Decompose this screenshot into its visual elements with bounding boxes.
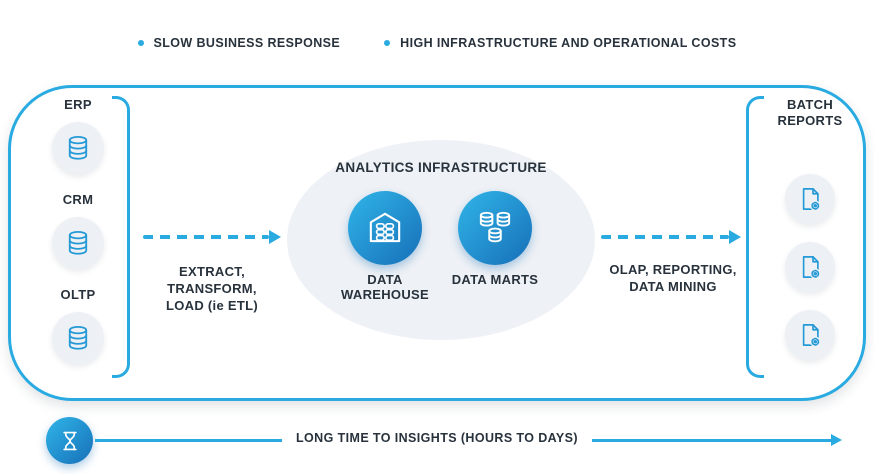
source-oltp-label: OLTP bbox=[60, 287, 96, 302]
olap-arrow bbox=[601, 235, 729, 239]
batch-report-node bbox=[785, 310, 835, 360]
header-bullets: SLOW BUSINESS RESPONSE HIGH INFRASTRUCTU… bbox=[0, 36, 874, 50]
batch-report-node bbox=[785, 242, 835, 292]
hourglass-icon bbox=[62, 431, 77, 450]
data-marts-node bbox=[458, 191, 532, 265]
database-icon bbox=[68, 230, 88, 255]
olap-arrow-label: OLAP, REPORTING, DATA MINING bbox=[609, 262, 737, 294]
report-icon bbox=[802, 256, 821, 279]
timeline-label: LONG TIME TO INSIGHTS (HOURS TO DAYS) bbox=[282, 431, 592, 445]
report-icon bbox=[802, 324, 821, 347]
data-marts-icon bbox=[479, 211, 511, 243]
database-icon bbox=[68, 135, 88, 160]
outputs-bracket bbox=[746, 96, 764, 378]
data-warehouse-node bbox=[348, 191, 422, 265]
source-oltp-node bbox=[52, 312, 104, 364]
bullet-high-costs: HIGH INFRASTRUCTURE AND OPERATIONAL COST… bbox=[384, 36, 736, 50]
bullet-label: HIGH INFRASTRUCTURE AND OPERATIONAL COST… bbox=[400, 36, 737, 50]
arrow-right-icon bbox=[831, 434, 842, 446]
batch-reports-title: BATCH REPORTS bbox=[777, 97, 843, 128]
source-erp-label: ERP bbox=[64, 97, 92, 112]
source-erp-node bbox=[52, 122, 104, 174]
analytics-title: ANALYTICS INFRASTRUCTURE bbox=[335, 160, 547, 175]
etl-arrow-label: EXTRACT, TRANSFORM, LOAD (ie ETL) bbox=[165, 264, 258, 313]
data-warehouse-label: DATA WAREHOUSE bbox=[341, 272, 429, 302]
bullet-label: SLOW BUSINESS RESPONSE bbox=[153, 36, 341, 50]
bullet-slow-response: SLOW BUSINESS RESPONSE bbox=[137, 36, 341, 50]
bullet-dot-icon bbox=[137, 40, 144, 46]
etl-arrow bbox=[143, 235, 269, 239]
source-crm-label: CRM bbox=[62, 192, 94, 207]
database-icon bbox=[68, 325, 88, 350]
source-crm-node bbox=[52, 217, 104, 269]
sources-bracket bbox=[112, 96, 130, 378]
bullet-dot-icon bbox=[384, 40, 391, 46]
arrow-right-icon bbox=[729, 230, 741, 244]
data-warehouse-icon bbox=[369, 212, 401, 243]
data-marts-label: DATA MARTS bbox=[451, 272, 539, 287]
report-icon bbox=[802, 188, 821, 211]
batch-report-node bbox=[785, 174, 835, 224]
arrow-right-icon bbox=[269, 230, 281, 244]
time-node bbox=[46, 417, 93, 464]
analytics-infrastructure-area bbox=[287, 140, 595, 340]
